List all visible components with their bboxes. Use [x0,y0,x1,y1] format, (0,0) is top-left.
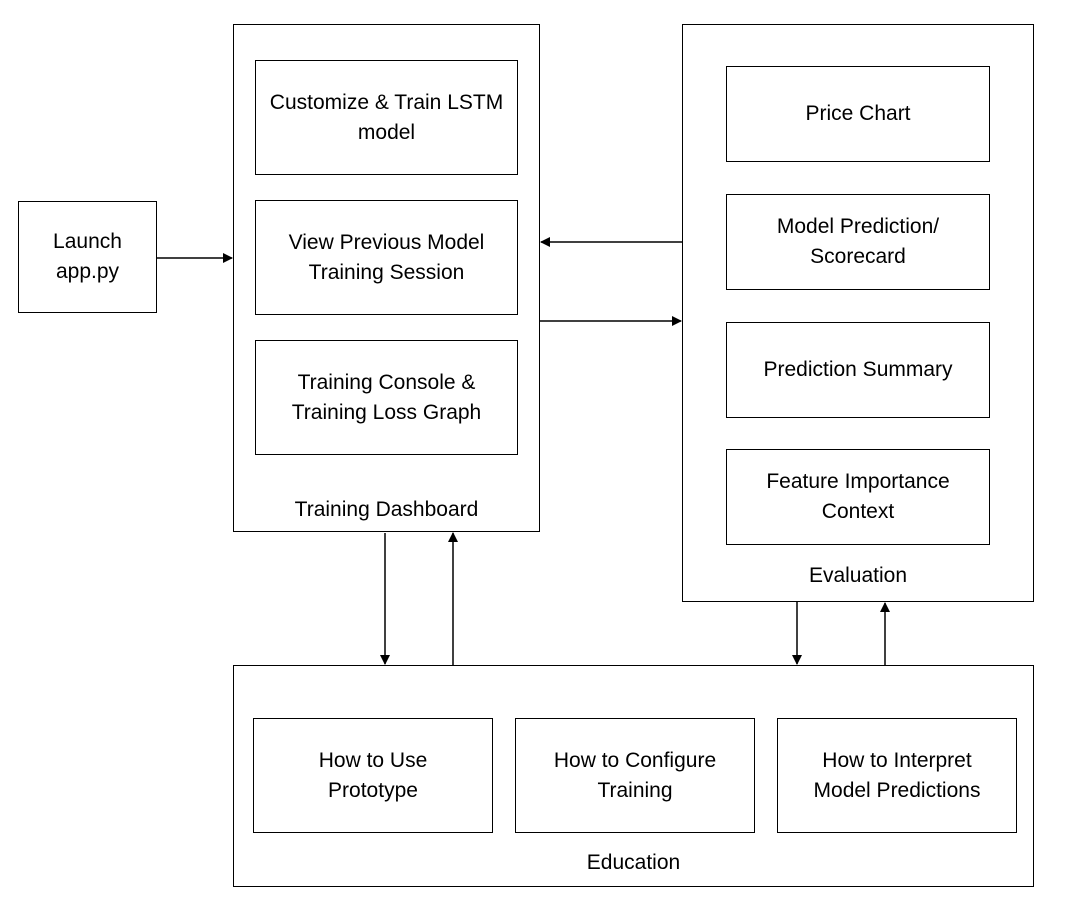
launch-label: Launch app.py [53,230,122,283]
price-chart-box: Price Chart [726,66,990,162]
evaluation-title: Evaluation [808,564,908,587]
training-console-label: Training Console & Training Loss Graph [291,370,482,424]
how-to-use-box: How to Use Prototype [253,718,493,833]
customize-train-box: Customize & Train LSTM model [255,60,518,175]
launch-box: Launch app.py [18,201,157,313]
how-to-interpret-box: How to Interpret Model Predictions [777,718,1017,833]
how-to-interpret-label: How to Interpret Model Predictions [813,748,981,802]
how-to-use-label: How to Use Prototype [318,748,428,802]
feature-importance-label: Feature Importance Context [766,470,950,523]
education-title: Education [586,851,681,874]
view-previous-session-label: View Previous Model Training Session [288,230,485,284]
prediction-summary-label: Prediction Summary [763,358,953,381]
model-prediction-box: Model Prediction/ Scorecard [726,194,990,290]
model-prediction-label: Model Prediction/ Scorecard [776,215,940,268]
view-previous-session-box: View Previous Model Training Session [255,200,518,315]
prediction-summary-box: Prediction Summary [726,322,990,418]
how-to-configure-box: How to Configure Training [515,718,755,833]
training-dashboard-title: Training Dashboard [294,498,479,521]
feature-importance-box: Feature Importance Context [726,449,990,545]
training-console-box: Training Console & Training Loss Graph [255,340,518,455]
how-to-configure-label: How to Configure Training [553,748,717,802]
price-chart-label: Price Chart [805,102,911,125]
customize-train-label: Customize & Train LSTM model [269,90,504,144]
